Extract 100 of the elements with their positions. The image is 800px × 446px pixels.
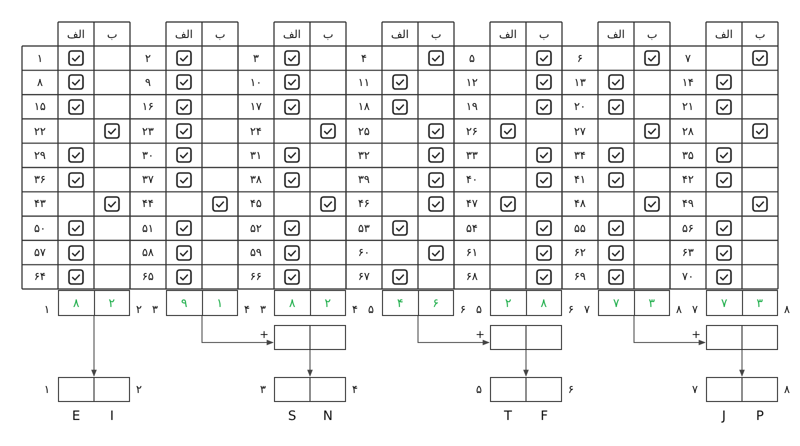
question-number: ۳۰ (142, 150, 154, 161)
arrow (91, 316, 97, 377)
question-number: ۲۴ (250, 126, 262, 137)
score-value: ۲ (324, 295, 332, 312)
type-letter: T (504, 410, 512, 423)
column-header: ب (539, 28, 550, 40)
question-number: ۳۲ (358, 150, 370, 161)
scale-number: ۴ (352, 304, 358, 315)
question-number: ۳۴ (574, 150, 586, 161)
question-number: ۴۳ (34, 198, 46, 210)
score-box (382, 290, 454, 316)
question-number: ۹ (145, 76, 151, 88)
question-number: ۴۵ (250, 198, 262, 210)
column-header: ب (647, 28, 658, 40)
score-value: ۳ (756, 295, 764, 312)
question-number: ۲۱ (682, 101, 694, 112)
question-number: ۵۷ (34, 247, 46, 258)
question-number: ۶۸ (466, 271, 478, 282)
question-number: ۱ (37, 52, 43, 64)
empty-box (490, 377, 562, 402)
question-number: ۶۱ (466, 247, 478, 258)
empty-box (58, 377, 130, 402)
type-letter: F (540, 410, 548, 423)
question-number: ۲۹ (34, 150, 46, 161)
question-number: ۱۰ (250, 76, 262, 88)
type-letter: P (756, 410, 764, 423)
question-number: ۱۶ (142, 101, 154, 112)
question-number: ۳۷ (142, 174, 154, 186)
empty-box (706, 325, 778, 350)
question-number: ۶۶ (250, 271, 262, 282)
score-box (58, 290, 130, 316)
scale-number: ۷ (692, 304, 698, 315)
scale-number: ۷ (692, 384, 698, 395)
question-number: ۵۸ (142, 247, 154, 258)
scale-number: ۲ (136, 304, 142, 315)
question-number: ۴۱ (574, 174, 586, 186)
column-header: الف (391, 28, 409, 40)
question-number: ۳۶ (34, 174, 46, 186)
scale-number: ۲ (136, 384, 142, 395)
column-header: ب (323, 28, 334, 40)
scale-number: ۸ (784, 304, 790, 315)
question-number: ۵۶ (682, 222, 694, 234)
score-box (490, 290, 562, 316)
column-header: الف (67, 28, 85, 40)
question-number: ۸ (37, 76, 43, 88)
scale-number: ۶ (568, 384, 574, 395)
score-value: ۷ (599, 291, 634, 315)
question-number: ۱۲ (466, 76, 478, 88)
score-value: ۸ (540, 295, 548, 312)
empty-box (490, 325, 562, 350)
question-number: ۴ (361, 52, 367, 64)
scale-number: ۴ (352, 384, 358, 395)
type-letter: E (72, 410, 80, 423)
question-number: ۳ (253, 52, 259, 64)
question-number: ۵۲ (250, 222, 262, 234)
plus-sign: + (260, 329, 269, 340)
scale-number: ۸ (676, 304, 682, 315)
question-number: ۱۳ (574, 76, 586, 88)
column-header: ب (431, 28, 442, 40)
question-number: ۵۵ (574, 222, 586, 234)
type-letter: I (110, 410, 114, 423)
question-number: ۵۰ (34, 222, 46, 234)
arrow (307, 350, 313, 377)
question-number: ۱۴ (682, 76, 694, 88)
type-letter: J (722, 410, 726, 423)
scale-number: ۷ (584, 304, 590, 315)
question-number: ۳۳ (466, 150, 478, 161)
score-box (166, 290, 238, 316)
scale-number: ۶ (460, 304, 466, 315)
column-header: الف (283, 28, 301, 40)
score-value: ۸ (275, 291, 310, 315)
question-number: ۴۲ (682, 174, 694, 186)
score-value: ۷ (707, 291, 742, 315)
question-number: ۲ (145, 52, 151, 64)
column-header: ب (755, 28, 766, 40)
question-number: ۱۷ (250, 101, 262, 112)
column-header: الف (715, 28, 733, 40)
type-letter: N (323, 410, 333, 423)
scale-number: ۳ (152, 304, 158, 315)
empty-box (274, 325, 346, 350)
question-number: ۳۵ (682, 150, 694, 161)
question-number: ۵۹ (250, 247, 262, 258)
column-header: ب (215, 28, 226, 40)
question-number: ۴۶ (358, 198, 370, 210)
score-value: ۶ (432, 295, 440, 312)
question-number: ۲۰ (574, 101, 586, 112)
scale-number: ۳ (260, 304, 266, 315)
question-number: ۳۸ (250, 174, 262, 186)
question-number: ۶۳ (682, 247, 694, 258)
scale-number: ۶ (568, 304, 574, 315)
arrow (202, 316, 274, 346)
arrow (523, 350, 529, 377)
column-header: ب (107, 28, 118, 40)
empty-box (274, 377, 346, 402)
score-value: ۳ (648, 295, 656, 312)
score-box (706, 290, 778, 316)
arrow (634, 316, 706, 346)
scale-number: ۵ (476, 384, 482, 395)
scale-number: ۵ (476, 304, 482, 315)
type-letter: S (288, 410, 296, 423)
